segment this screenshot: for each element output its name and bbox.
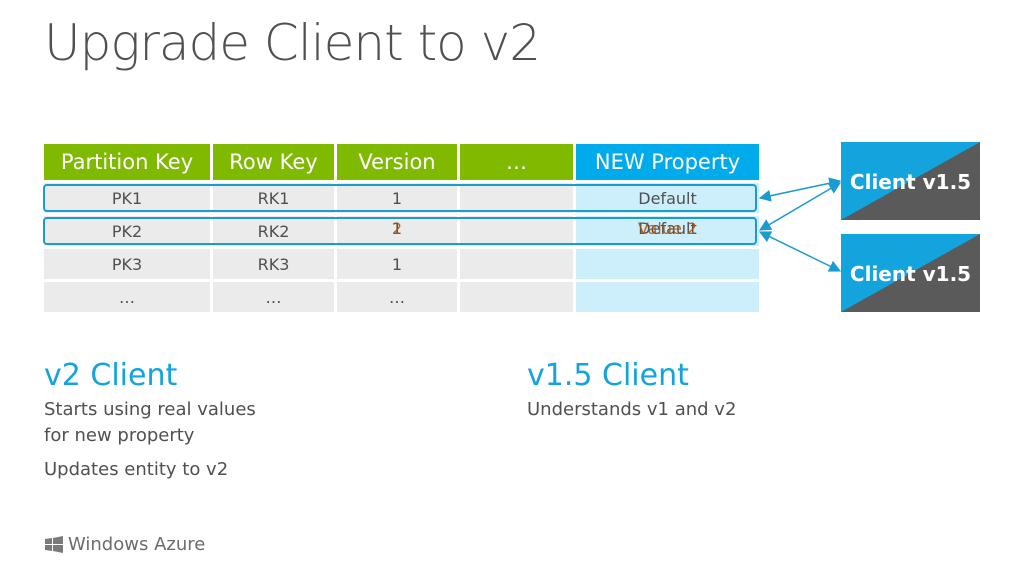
windows-azure-logo: Windows Azure [44,534,205,555]
windows-flag-icon [45,535,63,553]
cell-pk: PK1 [44,183,210,213]
table-row: PK2 RK2 1 2 Default Value 2 [44,216,759,246]
version-old: 1 [391,219,403,238]
v2-client-line1: Starts using real values [44,399,256,420]
cell-rk: RK3 [213,249,334,279]
client-v15-box-1: Client v1.5 [841,142,980,220]
v2-client-heading: v2 Client [44,358,178,393]
cell-new-property: Default [576,183,759,213]
cell-version: 1 [337,249,457,279]
new-property-new: Value 2 [637,219,698,238]
version-new: 2 [391,219,403,238]
cell-rk: RK1 [213,183,334,213]
column-header-ellipsis: … [460,144,573,180]
table-row: PK3 RK3 1 [44,249,759,279]
new-property-old: Default [638,219,697,238]
version-transition: 1 2 [387,219,407,239]
cell-new-property [576,249,759,279]
row-highlight-2 [43,217,757,245]
column-header-version: Version [337,144,457,180]
table-row: PK1 RK1 1 Default [44,183,759,213]
cell-pk: … [44,282,210,312]
arrow-client2-row2 [758,231,842,272]
cell-rk: RK2 [213,216,334,246]
page-title: Upgrade Client to v2 [44,14,541,72]
cell-extra [460,249,573,279]
client-label: Client v1.5 [849,170,972,194]
v2-client-line2: for new property [44,425,195,446]
client-label: Client v1.5 [849,262,972,286]
arrow-client1-row2 [758,182,842,231]
cell-version: 1 2 [337,216,457,246]
v15-client-heading: v1.5 Client [527,358,689,393]
cell-new-property [576,282,759,312]
v2-client-line3: Updates entity to v2 [44,459,229,480]
row-highlight-1 [43,184,757,212]
new-property-transition: Default Value 2 [623,219,713,239]
client-v15-box-2: Client v1.5 [841,234,980,312]
column-header-new-property: NEW Property [576,144,759,180]
cell-pk: PK3 [44,249,210,279]
cell-extra [460,183,573,213]
cell-pk: PK2 [44,216,210,246]
cell-version: … [337,282,457,312]
cell-new-property: Default Value 2 [576,216,759,246]
column-header-row-key: Row Key [213,144,334,180]
logo-text: Windows Azure [68,534,206,555]
table-row: … … … [44,282,759,312]
cell-version: 1 [337,183,457,213]
cell-rk: … [213,282,334,312]
column-header-partition-key: Partition Key [44,144,210,180]
v15-client-line1: Understands v1 and v2 [527,399,737,420]
cell-extra [460,282,573,312]
table-header-row: Partition Key Row Key Version … NEW Prop… [44,144,759,180]
entity-table: Partition Key Row Key Version … NEW Prop… [41,141,762,315]
cell-extra [460,216,573,246]
